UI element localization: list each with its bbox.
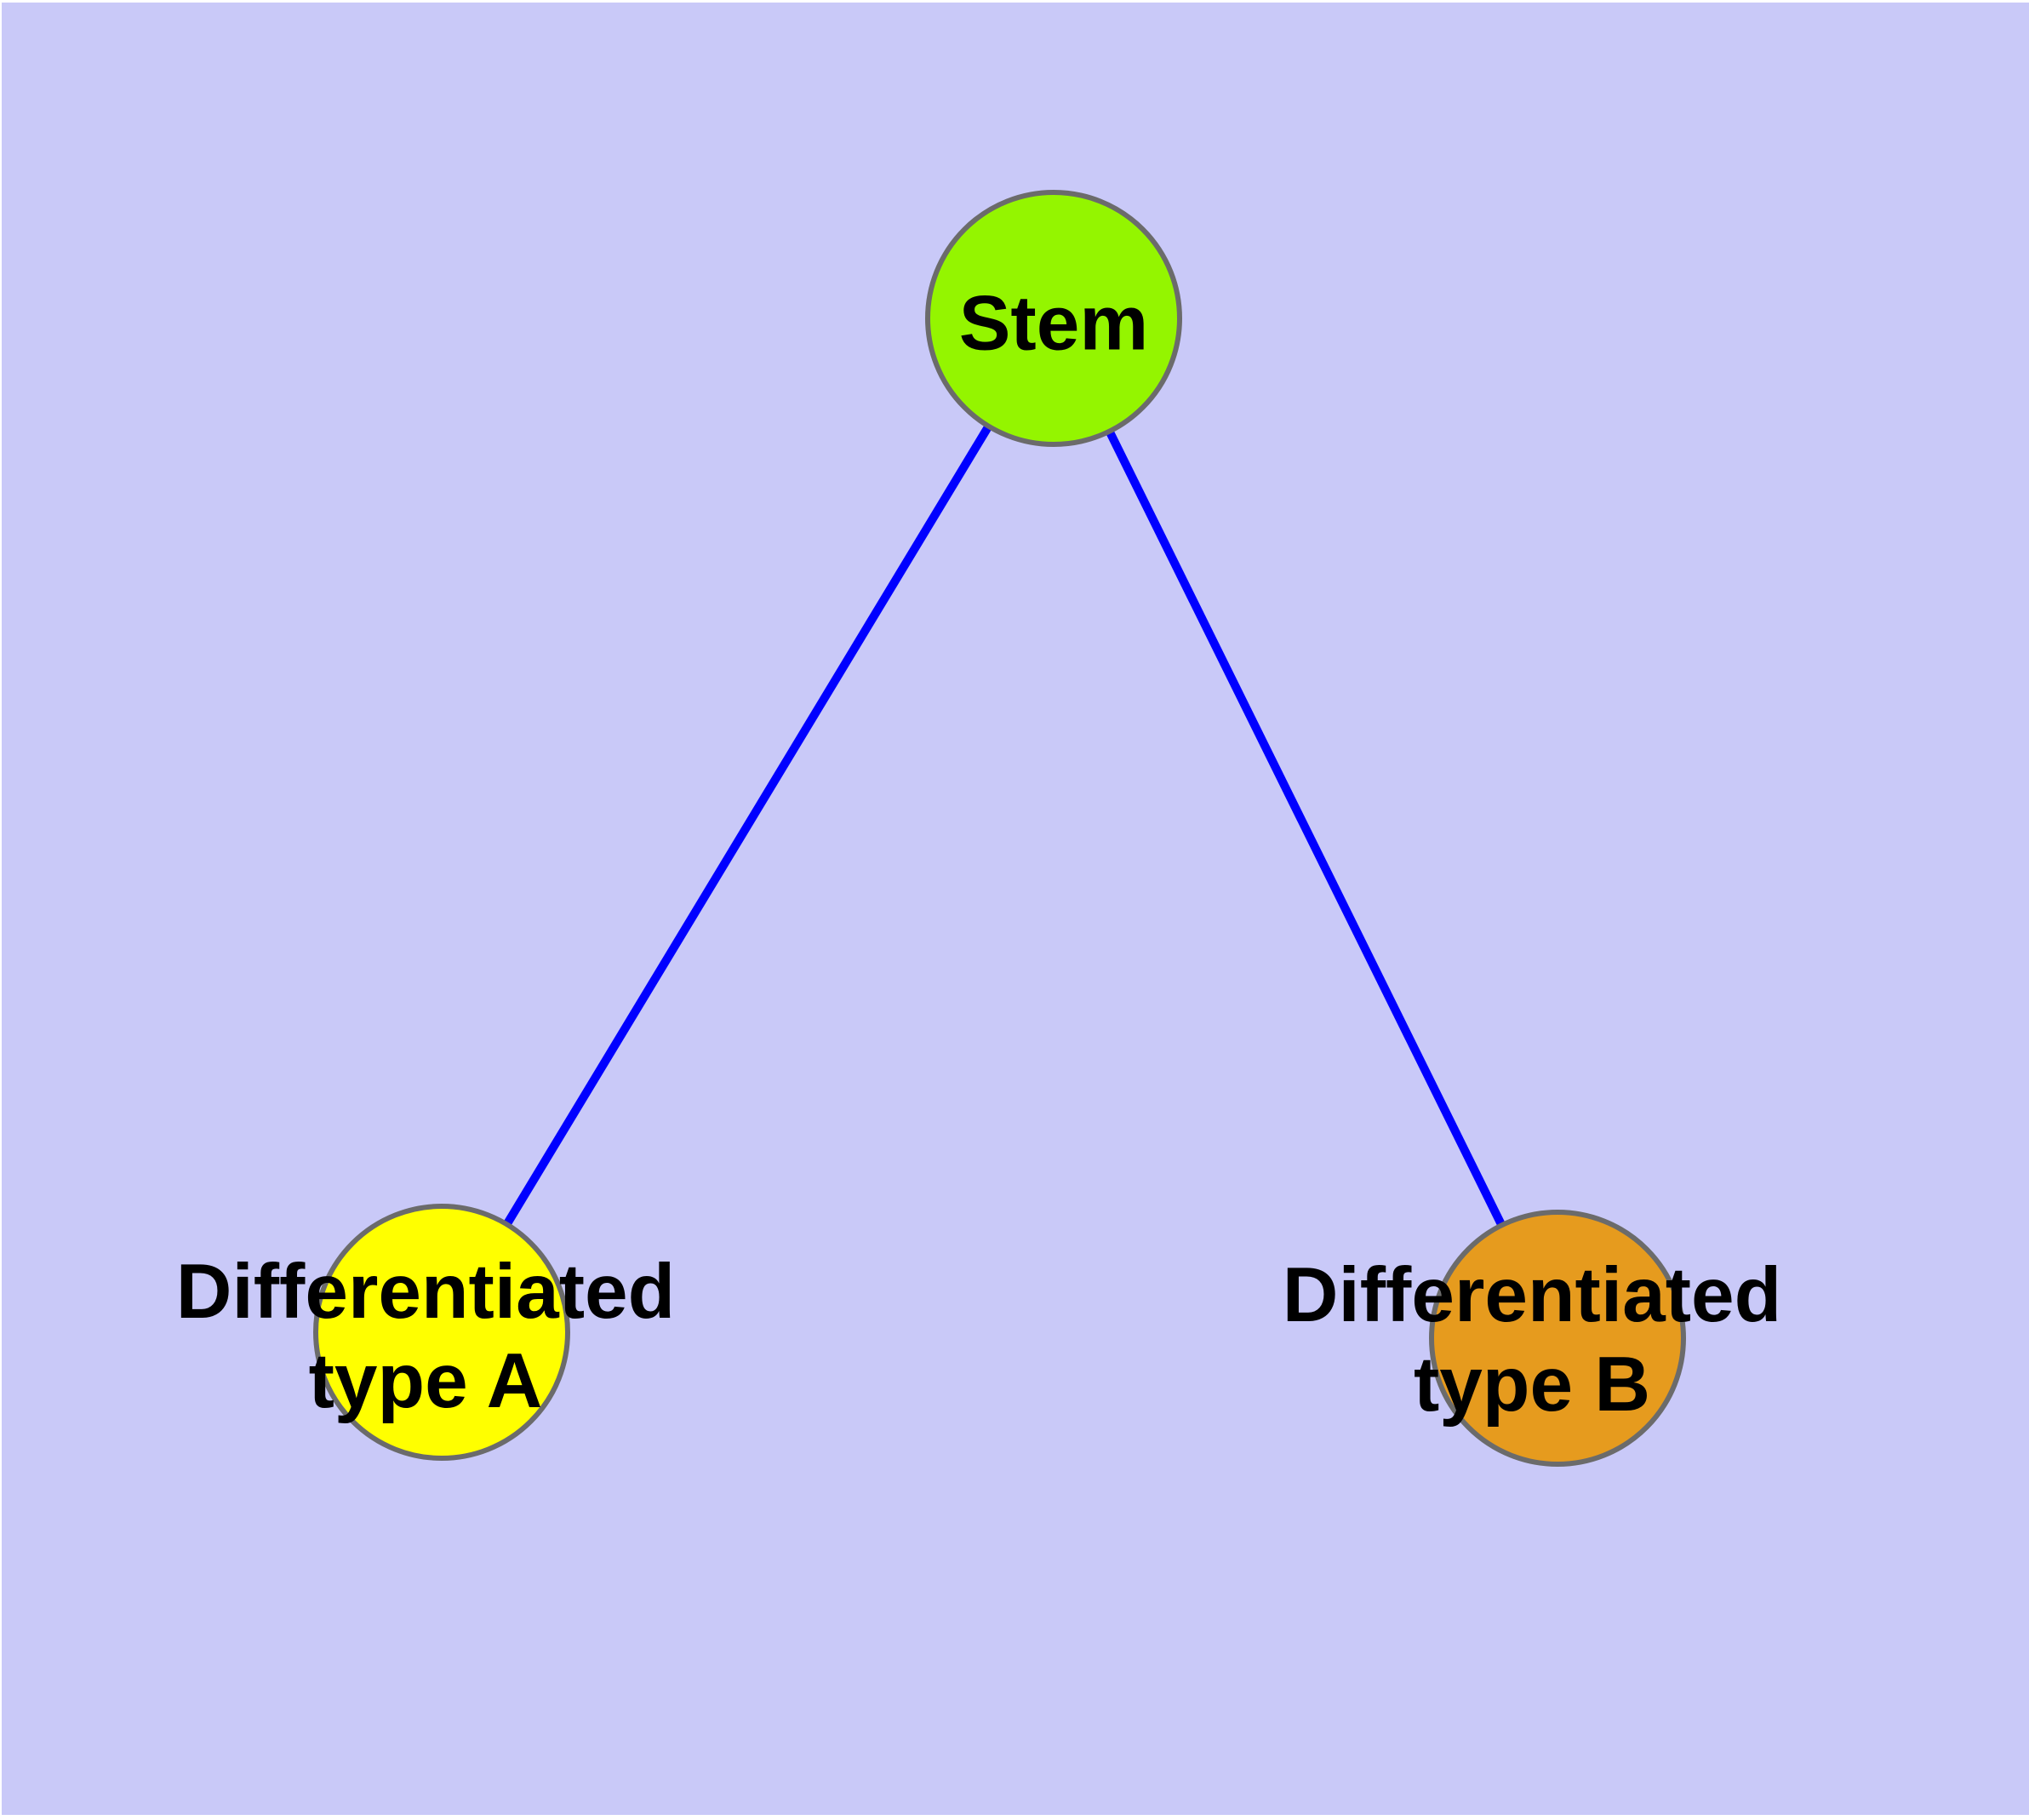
- node-type-b-label-line1: Differentiated: [1282, 1252, 1782, 1338]
- node-differentiated-type-a: [313, 1204, 570, 1461]
- node-type-a-label: Differentiated type A: [176, 1247, 676, 1426]
- node-stem: [925, 190, 1182, 447]
- node-type-b-label-line2: type B: [1413, 1342, 1651, 1428]
- node-stem-label: Stem: [958, 280, 1149, 367]
- node-type-a-label-line1: Differentiated: [175, 1249, 676, 1335]
- node-differentiated-type-b: [1429, 1210, 1686, 1467]
- node-type-b-label: Differentiated type B: [1283, 1251, 1782, 1429]
- edge-stem-to-type-a: [437, 316, 1058, 1335]
- edge-stem-to-type-b: [1049, 316, 1562, 1341]
- node-type-a-label-line2: type A: [308, 1338, 543, 1424]
